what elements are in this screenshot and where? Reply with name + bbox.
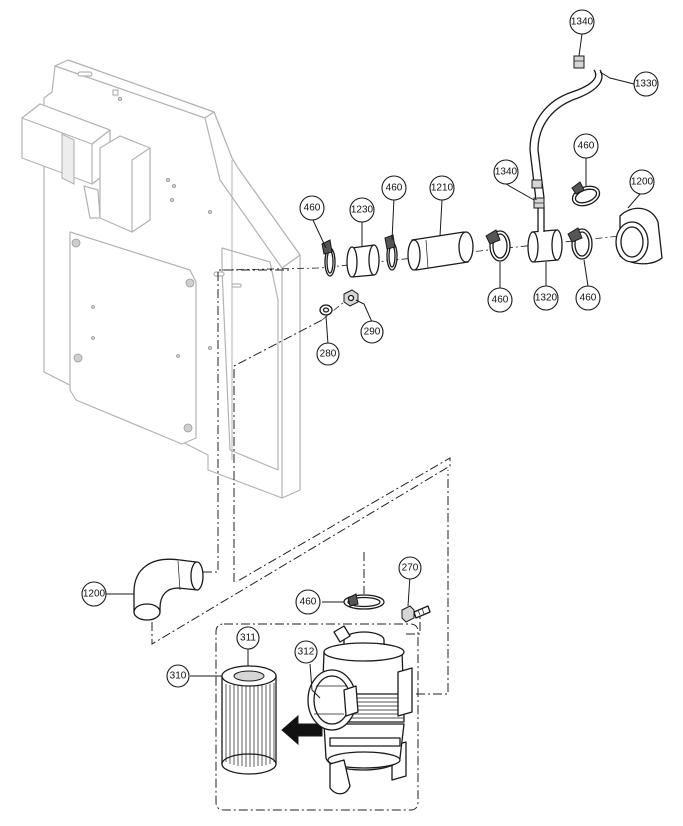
svg-text:311: 311 (240, 633, 256, 644)
hose-clamp-460-d (567, 227, 593, 260)
callout-460-lower-left: 460 (487, 287, 513, 313)
svg-text:1230: 1230 (351, 205, 374, 216)
callout-1330: 1330 (633, 71, 659, 97)
callout-1320: 1320 (533, 285, 559, 311)
svg-text:1320: 1320 (535, 293, 558, 304)
callout-bubbles: 1340 1330 460 1200 1210 460 1230 460 (81, 9, 659, 688)
fitting-1340-top (573, 55, 585, 69)
svg-text:270: 270 (402, 563, 419, 574)
callout-311: 311 (236, 626, 260, 650)
callout-460-upper: 460 (573, 133, 599, 159)
svg-text:1340: 1340 (571, 17, 594, 28)
filter-element-311 (221, 665, 277, 775)
svg-text:460: 460 (300, 597, 317, 608)
callout-270: 270 (398, 556, 422, 580)
callout-460-lower-right: 460 (575, 285, 601, 311)
svg-text:460: 460 (386, 183, 403, 194)
callout-310: 310 (166, 664, 190, 688)
svg-text:460: 460 (580, 293, 597, 304)
callout-290: 290 (360, 320, 384, 344)
svg-text:312: 312 (298, 647, 315, 658)
svg-text:280: 280 (320, 349, 337, 360)
svg-text:1200: 1200 (83, 589, 106, 600)
callout-1200-top: 1200 (629, 169, 655, 195)
hose-clamp-460-a (321, 239, 336, 277)
elbow-1200-bottom (133, 558, 204, 621)
callout-1200-bottom: 1200 (81, 581, 107, 607)
svg-text:1210: 1210 (431, 183, 454, 194)
callout-460-left: 460 (299, 195, 325, 221)
sleeve-1230 (346, 244, 380, 278)
callout-1340-mid: 1340 (493, 159, 519, 185)
nut-290 (343, 289, 359, 307)
air-cleaner-group-box (215, 623, 419, 811)
callout-1210: 1210 (429, 175, 455, 201)
hose-clamp-460-e (571, 181, 601, 207)
mounting-panel (21, 59, 301, 499)
callout-1230: 1230 (349, 197, 375, 223)
pipe-1210 (407, 231, 474, 271)
callout-1340-top: 1340 (569, 9, 595, 35)
svg-text:290: 290 (364, 327, 381, 338)
callout-312: 312 (294, 640, 318, 664)
elbow-1200-top (615, 207, 663, 265)
hose-clamp-460-f (343, 593, 385, 610)
svg-text:460: 460 (304, 203, 321, 214)
svg-text:460: 460 (492, 295, 509, 306)
breather-hose-1330 (529, 69, 603, 201)
removal-arrow-icon (281, 714, 323, 746)
air-cleaner-housing (307, 625, 413, 795)
svg-text:1340: 1340 (495, 167, 518, 178)
bolt-270 (401, 605, 431, 623)
callout-460-mid: 460 (381, 175, 407, 201)
svg-text:1200: 1200 (631, 177, 654, 188)
hose-clamp-460-b (384, 234, 398, 271)
adapter-1320 (527, 205, 563, 263)
callout-460-bottom: 460 (295, 589, 321, 615)
washer-280 (319, 304, 333, 316)
svg-text:1330: 1330 (635, 79, 658, 90)
svg-text:310: 310 (170, 671, 187, 682)
fitting-1340 (533, 197, 545, 209)
svg-text:460: 460 (578, 141, 595, 152)
filter-pleats (225, 683, 275, 767)
callout-280: 280 (316, 342, 340, 366)
leader-lines (106, 33, 641, 699)
hose-clamp-460-c (485, 229, 511, 262)
